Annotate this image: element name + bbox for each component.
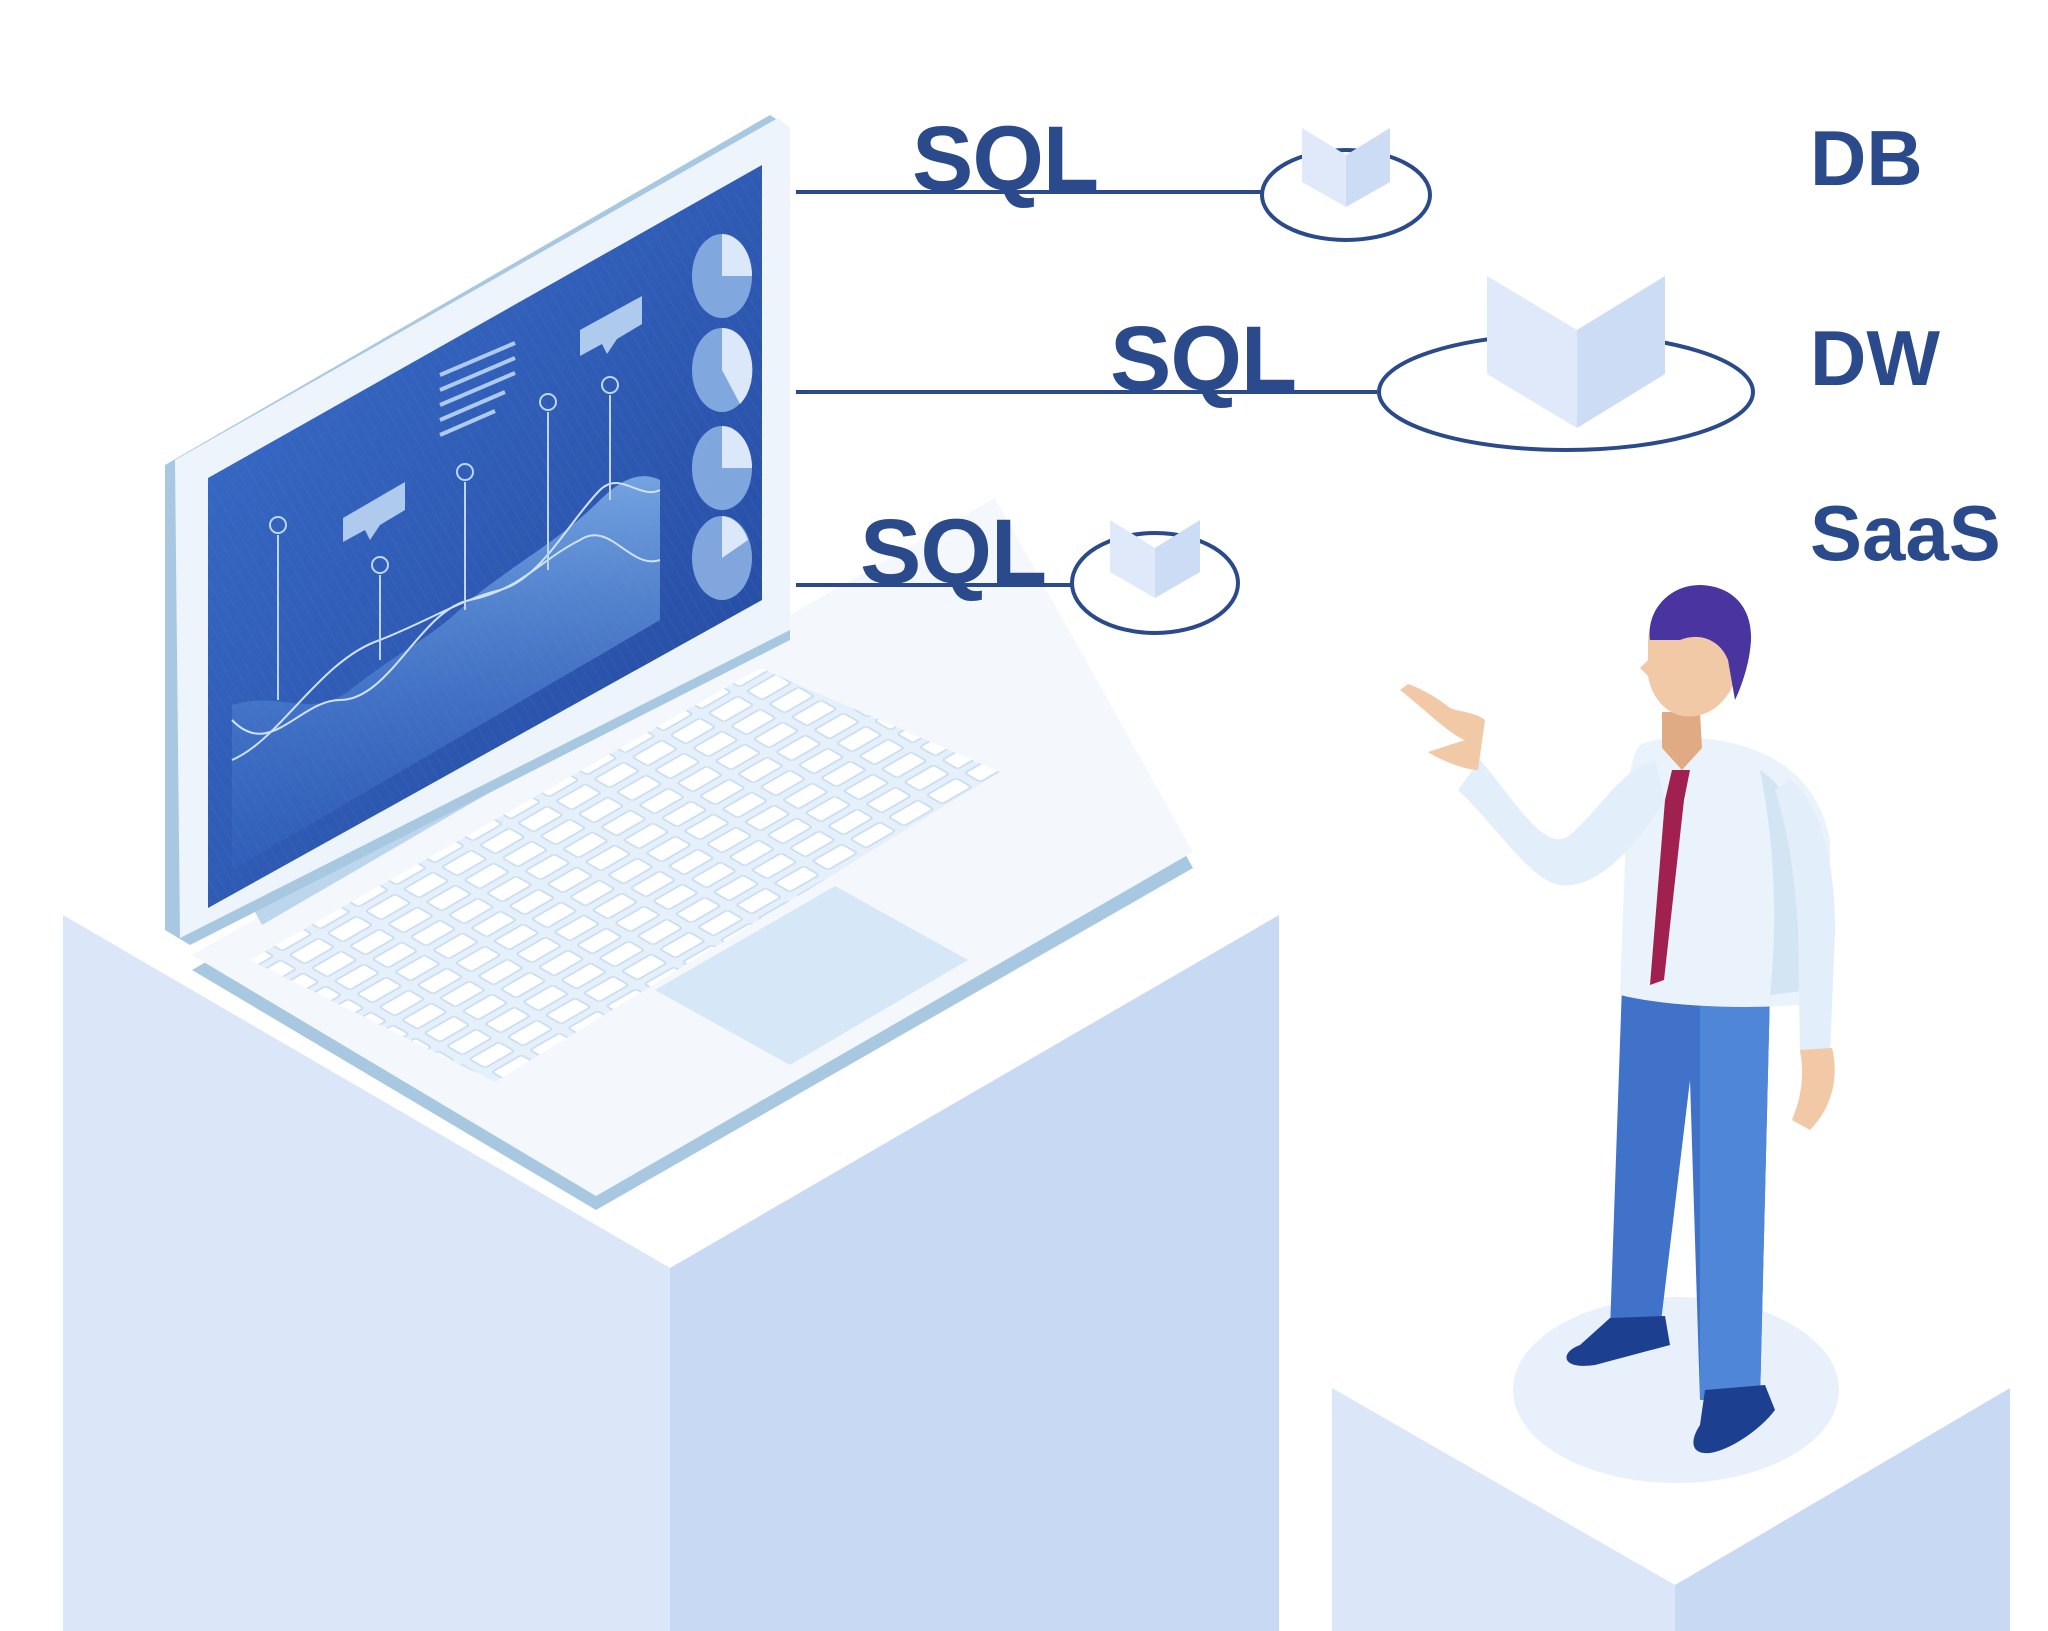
cube-icon [1487, 276, 1577, 428]
line-series-b [231, 482, 661, 761]
cube-icon [1302, 128, 1346, 207]
cube-icon [1110, 520, 1155, 598]
sql-label-db: SQL [912, 108, 1098, 210]
laptop-platform [63, 915, 1279, 1631]
target-label-db: DB [1810, 114, 1923, 202]
person-platform [1332, 1297, 2010, 1631]
person-hair [1649, 585, 1752, 700]
node-saas [1070, 520, 1240, 635]
screen-chart [231, 296, 661, 870]
target-label-dw: DW [1810, 314, 1940, 402]
connector-lines [796, 190, 1377, 587]
laptop [165, 115, 1193, 1210]
person-tie [1650, 770, 1690, 985]
person-hand-right [1792, 1048, 1835, 1130]
person-arm-left [1458, 760, 1665, 886]
node-dw [1377, 276, 1755, 452]
person-shoe-left [1566, 1316, 1670, 1366]
sql-label-dw: SQL [1110, 308, 1296, 410]
node-db [1260, 128, 1432, 242]
person-spotlight [1513, 1297, 1839, 1483]
trackpad [655, 886, 968, 1065]
keyboard-keys [250, 668, 1000, 1082]
screen-pie-widgets [692, 234, 753, 600]
node-ring [1070, 531, 1240, 635]
person-hand-left [1400, 684, 1485, 770]
node-ring [1260, 148, 1432, 242]
person-shoe-right [1693, 1385, 1775, 1454]
area-series [232, 476, 660, 870]
person-pointing [1400, 585, 1835, 1454]
person-arm-right [1775, 780, 1835, 1055]
sql-label-saas: SQL [860, 501, 1046, 603]
target-label-saas: SaaS [1810, 489, 2001, 577]
